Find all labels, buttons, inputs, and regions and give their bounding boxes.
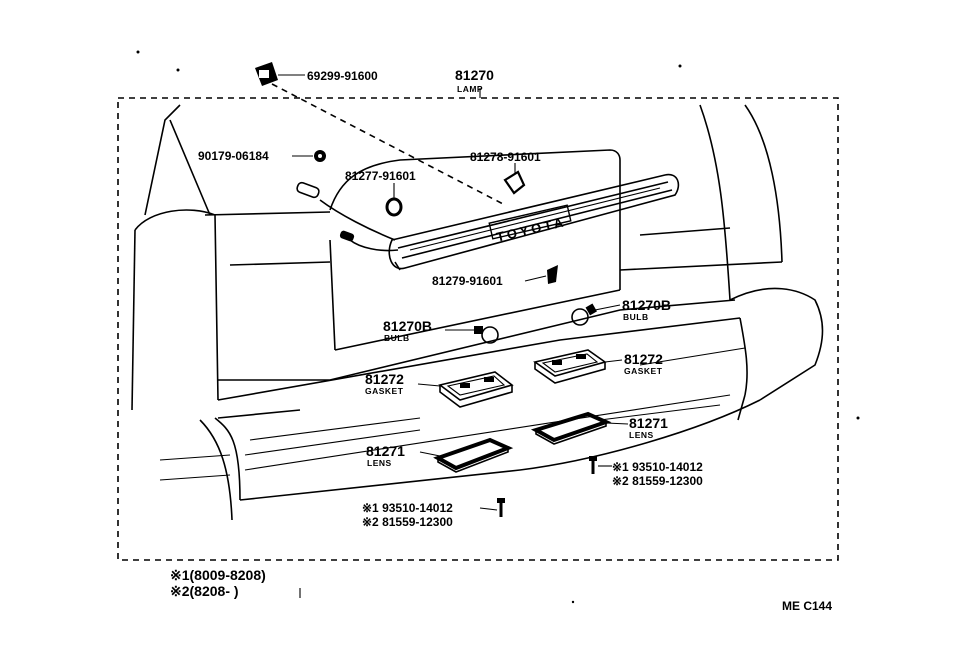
part-number-label: ※2 81559-12300 [362, 515, 453, 529]
applicability-notes: ※1(8009-8208) ※2(8208- ) [170, 567, 301, 599]
part-name-label: GASKET [365, 386, 404, 396]
gasket-right-icon [533, 349, 607, 384]
part-number-label: ※1 93510-14012 [362, 501, 453, 515]
screw-left-icon [497, 498, 505, 517]
bracket-icon [547, 265, 558, 284]
part-name-label: LENS [629, 430, 654, 440]
part-name-label: BULB [384, 333, 410, 343]
grommet-icon [385, 197, 403, 217]
nut-icon [314, 150, 326, 162]
part-number-label: 81272 [365, 371, 404, 387]
bulb-left-icon [474, 326, 499, 344]
part-number-label: 81279-91601 [432, 274, 503, 288]
part-name-label: LENS [367, 458, 392, 468]
part-name-label: GASKET [624, 366, 663, 376]
note-2: ※2(8208- ) [170, 583, 239, 599]
part-number-label: 81270B [622, 297, 671, 313]
part-number-label: 81270B [383, 318, 432, 334]
vehicle-rear-body [131, 104, 824, 521]
part-number-label: 81271 [629, 415, 668, 431]
lens-left-icon [433, 437, 514, 473]
leader-lines [271, 74, 629, 511]
part-number-label: 81271 [366, 443, 405, 459]
part-labels: 69299-91600 81270 LAMP 90179-06184 81278… [198, 67, 703, 529]
lens-right-icon [530, 411, 612, 445]
note-1: ※1(8009-8208) [170, 567, 266, 583]
high-mount-stop-lamp: TOYOTA [296, 173, 680, 271]
part-number-label: 81277-91601 [345, 169, 416, 183]
connector-icon [255, 62, 278, 86]
screw-right-icon [589, 456, 597, 474]
part-number-label: 69299-91600 [307, 69, 378, 83]
gasket-left-icon [438, 371, 514, 408]
part-number-label: ※2 81559-12300 [612, 474, 703, 488]
bracket-icon [503, 170, 526, 195]
part-number-label: 90179-06184 [198, 149, 269, 163]
part-number-label: ※1 93510-14012 [612, 460, 703, 474]
part-name-label: BULB [623, 312, 649, 322]
part-number-label: 81278-91601 [470, 150, 541, 164]
diagram-code: ME C144 [782, 599, 832, 613]
part-number-label: 81270 [455, 67, 494, 83]
part-number-label: 81272 [624, 351, 663, 367]
assembly-boundary [117, 97, 839, 561]
part-name-label: LAMP [457, 84, 483, 94]
bulb-right-icon [571, 303, 597, 326]
